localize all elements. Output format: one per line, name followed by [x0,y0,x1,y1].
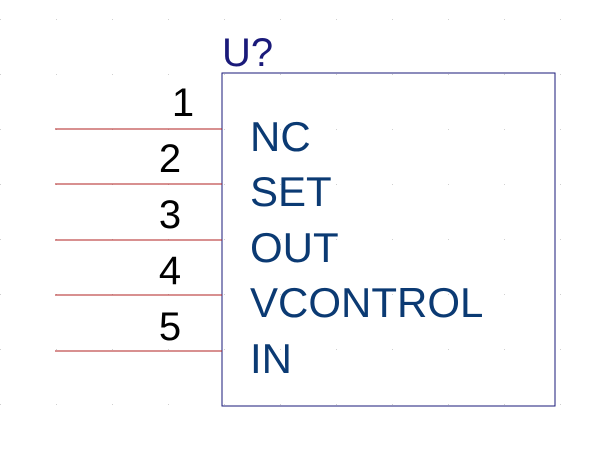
grid-dot [336,184,337,185]
grid-dot [336,239,337,240]
grid-dot [224,349,225,350]
grid-dot [504,129,505,130]
grid-dot [448,239,449,240]
grid-dot [504,74,505,75]
pin-name: SET [250,168,332,215]
grid-dot [448,294,449,295]
pin-2[interactable]: 2 SET [55,137,332,215]
grid-dot [392,294,393,295]
pin-name: VCONTROL [250,279,483,326]
grid-dot [0,294,1,295]
grid-dot [336,404,337,405]
grid-dot [392,19,393,20]
grid-dot [560,129,561,130]
grid-dot [392,129,393,130]
grid-dot [280,19,281,20]
grid-dot [448,74,449,75]
grid-dot [280,129,281,130]
grid-dot [168,74,169,75]
grid-dot [336,74,337,75]
grid-dot [504,349,505,350]
grid-dot [224,184,225,185]
grid-dot [392,349,393,350]
grid-dot [336,349,337,350]
grid-dot [0,74,1,75]
grid-dot [224,129,225,130]
pin-4[interactable]: 4 VCONTROL [55,249,483,326]
grid-dot [280,74,281,75]
grid-dot [392,239,393,240]
grid-dot [504,184,505,185]
grid-dot [0,239,1,240]
grid-dot [56,19,57,20]
pin-number: 3 [159,193,181,237]
grid-dot [224,239,225,240]
pin-5[interactable]: 5 IN [55,305,292,382]
grid-dot [336,19,337,20]
grid-dot [56,349,57,350]
pin-number: 2 [159,137,181,181]
grid-dot [448,184,449,185]
grid-dot [280,404,281,405]
grid-dot [56,74,57,75]
grid-dot [448,349,449,350]
grid-dot [392,74,393,75]
pin-number: 4 [159,249,181,293]
grid-dot [504,19,505,20]
pin-name: NC [250,113,311,160]
grid-dot [448,404,449,405]
grid-dot [224,404,225,405]
grid-dot [0,19,1,20]
grid-dot [168,404,169,405]
grid-dot [112,19,113,20]
grid-dot [560,404,561,405]
pin-3[interactable]: 3 OUT [55,193,339,271]
grid-dot [168,349,169,350]
grid-dot [560,19,561,20]
grid-dot [448,19,449,20]
reference-designator[interactable]: U? [222,31,273,75]
grid-dot [168,19,169,20]
grid-dot [280,349,281,350]
grid-dot [0,349,1,350]
pin-number: 1 [172,81,194,125]
grid-dot [560,74,561,75]
grid-dot [448,129,449,130]
grid-dot [504,294,505,295]
grid-dot [112,74,113,75]
grid-dot [392,184,393,185]
grid-dots [0,19,561,405]
grid-dot [392,404,393,405]
pin-name: OUT [250,224,339,271]
grid-dot [560,184,561,185]
grid-dot [280,294,281,295]
grid-dot [504,239,505,240]
grid-dot [224,74,225,75]
grid-dot [0,184,1,185]
grid-dot [224,19,225,20]
pin-number: 5 [159,305,181,349]
grid-dot [0,404,1,405]
grid-dot [560,349,561,350]
grid-dot [280,239,281,240]
grid-dot [560,294,561,295]
grid-dot [560,239,561,240]
grid-dot [504,404,505,405]
grid-dot [56,404,57,405]
grid-dot [112,349,113,350]
grid-dot [0,129,1,130]
grid-dot [280,184,281,185]
grid-dot [336,129,337,130]
pin-1[interactable]: 1 NC [55,81,311,160]
grid-dot [112,404,113,405]
pin-name: IN [250,335,292,382]
grid-dot [224,294,225,295]
grid-dot [336,294,337,295]
